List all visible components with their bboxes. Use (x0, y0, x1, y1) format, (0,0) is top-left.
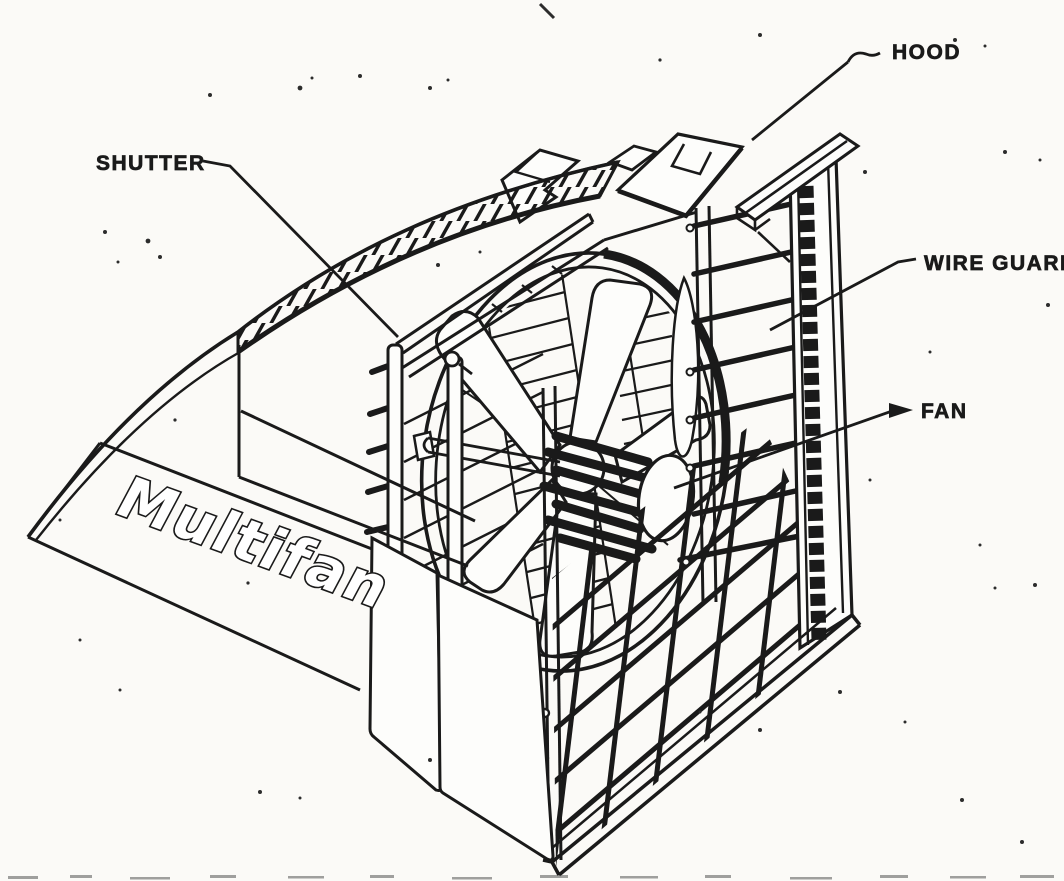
right-frame-post (788, 155, 854, 651)
wire-guard-callout: WIRE GUARD (769, 252, 1064, 332)
guard-edge-ladder-bar (798, 185, 827, 641)
shutter-label: SHUTTER (96, 152, 206, 175)
bottom-rail (542, 607, 862, 877)
louver-crank-knob (443, 350, 461, 368)
rod-tip-eyelets (681, 223, 695, 567)
shutter-assembly (364, 343, 555, 862)
scan-noise-speckles (58, 2, 1050, 844)
hood-callout: HOOD (751, 41, 961, 142)
hood-side-skirt (26, 345, 476, 692)
louver-pivot-stubs (364, 363, 391, 535)
scan-edge-band (8, 875, 1054, 880)
callouts: SHUTTER HOOD WIRE GUARD FAN (96, 41, 1064, 490)
fan-label: FAN (921, 400, 968, 423)
wire-guard-label: WIRE GUARD (924, 252, 1064, 275)
c-channel-rail (734, 132, 861, 233)
hood-front-edge (395, 212, 609, 379)
hood-label: HOOD (892, 41, 961, 64)
fan-motor (539, 431, 696, 564)
shutter-bottom-panel-right (436, 572, 555, 862)
fan-leader-arrowhead (889, 403, 913, 418)
shutter-callout: SHUTTER (96, 152, 399, 338)
fan-callout: FAN (673, 400, 968, 490)
